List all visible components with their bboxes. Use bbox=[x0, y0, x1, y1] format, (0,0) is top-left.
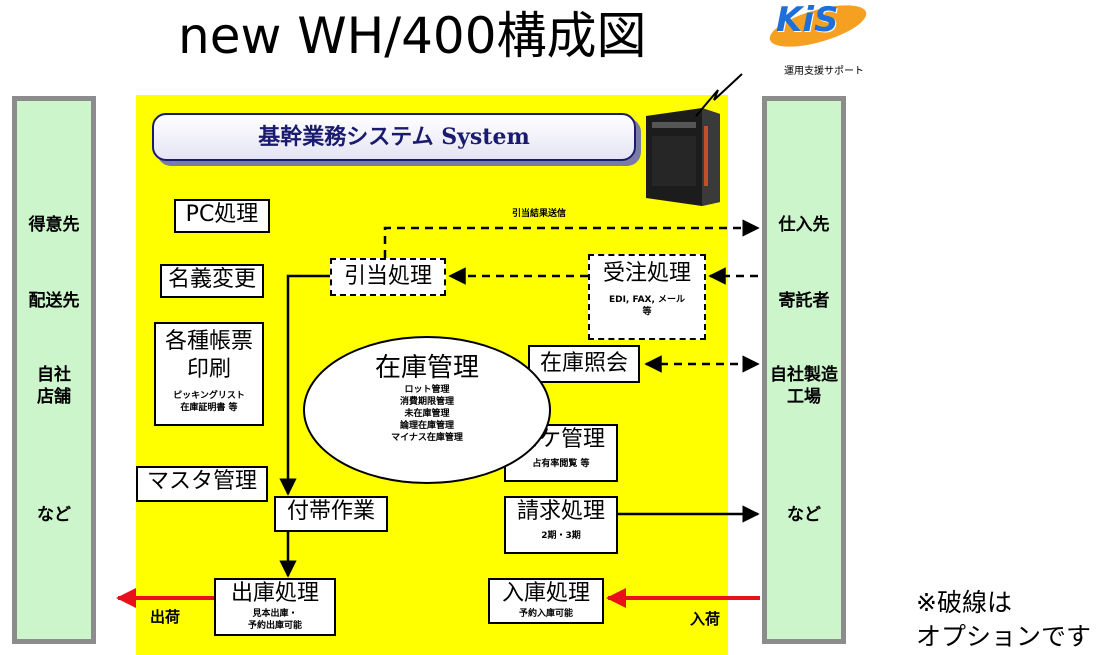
hikiate-result-label: 引当結果送信 bbox=[512, 209, 567, 219]
kis-logo: KiS 運用支援サポート bbox=[756, 0, 876, 80]
zaiko-kanri-title: 在庫管理 bbox=[374, 353, 479, 383]
shukko-sub: 見本出庫・ 予約出庫可能 bbox=[247, 609, 302, 631]
shukko-box: 出庫処理 見本出庫・ 予約出庫可能 bbox=[214, 578, 336, 636]
kis-logo-subtitle: 運用支援サポート bbox=[784, 66, 864, 77]
futai-sagyo-box: 付帯作業 bbox=[274, 496, 388, 532]
left-label-haisosaki: 配送先 bbox=[28, 291, 80, 311]
pc-processing-box: PC処理 bbox=[174, 199, 270, 233]
zaiko-kanri-item: 論理在庫管理 bbox=[399, 421, 454, 431]
shukka-label: 出荷 bbox=[150, 608, 181, 626]
seikyu-box: 請求処理 2期・3期 bbox=[504, 496, 618, 554]
juchu-title: 受注処理 bbox=[602, 261, 691, 286]
nyuko-title: 入庫処理 bbox=[501, 581, 590, 606]
seikyu-title: 請求処理 bbox=[516, 499, 605, 524]
juchu-box: 受注処理 EDI, FAX, メール 等 bbox=[588, 254, 706, 340]
nyuko-sub: 予約入庫可能 bbox=[518, 609, 573, 619]
right-label-kitakusha: 寄託者 bbox=[778, 291, 830, 311]
forms-print-box: 各種帳票 印刷 ピッキングリスト 在庫証明書 等 bbox=[154, 322, 264, 426]
forms-print-title: 各種帳票 印刷 bbox=[164, 329, 253, 382]
right-label-shiiresaki: 仕入先 bbox=[778, 215, 830, 235]
left-label-jisha-tenpo: 自社 店舗 bbox=[37, 365, 71, 407]
shukko-title: 出庫処理 bbox=[230, 581, 319, 606]
diagram-title: new WH/400構成図 bbox=[178, 7, 647, 65]
left-panel bbox=[12, 96, 96, 644]
nyuko-box: 入庫処理 予約入庫可能 bbox=[488, 578, 604, 624]
left-label-tokuisaki: 得意先 bbox=[28, 215, 80, 235]
kis-logo-text: KiS bbox=[776, 0, 839, 40]
zaiko-kanri-ellipse: 在庫管理 ロット管理 消費期限管理 未在庫管理 論理在庫管理 マイナス在庫管理 bbox=[303, 336, 551, 484]
system-banner: 基幹業務システム System bbox=[152, 113, 636, 161]
right-panel bbox=[762, 96, 846, 644]
meigi-henko-box: 名義変更 bbox=[160, 264, 264, 298]
left-label-nado: など bbox=[37, 505, 71, 525]
kis-swoosh-icon bbox=[769, 5, 867, 47]
forms-print-sub: ピッキングリスト 在庫証明書 等 bbox=[173, 391, 245, 413]
nyuka-label: 入荷 bbox=[690, 610, 721, 628]
hikiate-to-futai-arrow bbox=[279, 274, 330, 496]
right-label-jisha-kojo: 自社製造 工場 bbox=[770, 365, 838, 407]
master-box: マスタ管理 bbox=[136, 466, 268, 502]
zaiko-kanri-item: 未在庫管理 bbox=[404, 409, 450, 419]
server-icon bbox=[640, 106, 726, 206]
hikiate-result-arrow bbox=[383, 219, 760, 258]
hikiate-box: 引当処理 bbox=[330, 258, 446, 296]
lightning-link-icon bbox=[695, 73, 743, 117]
zaiko-kanri-item: 消費期限管理 bbox=[399, 397, 454, 407]
right-label-nado: など bbox=[787, 505, 821, 525]
loke-sub: 占有率閲覧 等 bbox=[532, 459, 590, 469]
legend-note: ※破線は オプションです bbox=[916, 588, 1092, 651]
zaiko-kanri-item: ロット管理 bbox=[404, 385, 450, 395]
seikyu-sub: 2期・3期 bbox=[541, 531, 581, 541]
juchu-sub: EDI, FAX, メール 等 bbox=[608, 295, 686, 317]
zaiko-shokai-box: 在庫照会 bbox=[528, 345, 640, 383]
zaiko-kanri-item: マイナス在庫管理 bbox=[391, 433, 463, 443]
